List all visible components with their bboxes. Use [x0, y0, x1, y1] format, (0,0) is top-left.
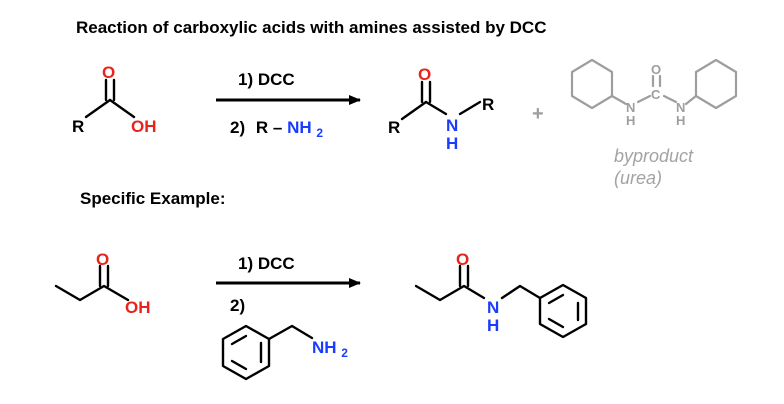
byproduct-urea-label: (urea): [614, 168, 662, 188]
amide-r-label: R: [388, 118, 400, 137]
amide-r2-label: R: [482, 95, 494, 114]
general-amine-sub: 2: [316, 126, 323, 140]
general-step2-prefix: 2): [230, 118, 245, 137]
scheme-title: Reaction of carboxylic acids with amines…: [76, 18, 547, 37]
benzene-ring-product: [538, 283, 588, 339]
benzylamine: NH 2: [221, 324, 348, 381]
acid-oxygen-label: O: [102, 63, 115, 82]
example-step1-label: 1) DCC: [238, 254, 295, 273]
byproduct-label: byproduct: [614, 146, 694, 166]
general-amine-nh: NH: [287, 118, 312, 137]
general-carboxylic-acid: R O OH: [72, 63, 157, 136]
urea-nitrogen-left: N: [626, 100, 635, 115]
urea-carbon-label: C: [651, 87, 661, 102]
general-amide-product: R O N H R: [388, 65, 494, 153]
acid-r-label: R: [72, 117, 84, 136]
general-amine-dash: –: [273, 118, 282, 137]
example-reaction-arrow: 1) DCC 2): [216, 254, 361, 315]
svg-text:NH 2: NH 2: [312, 338, 348, 360]
benzylamine-sub-label: 2: [341, 346, 348, 360]
amide-nitrogen-label: N: [446, 116, 458, 135]
plus-sign: +: [532, 103, 544, 125]
amide-example-nitrogen-label: N: [487, 298, 499, 317]
example-step2-label: 2): [230, 296, 245, 315]
amide-oxygen-label: O: [418, 65, 431, 84]
general-step1-label: 1) DCC: [238, 70, 295, 89]
amide-hydrogen-label: H: [446, 134, 458, 153]
general-reaction-arrow: 1) DCC 2) R – NH 2: [216, 70, 361, 140]
urea-hydrogen-left: H: [626, 113, 635, 128]
propanoic-acid: O OH: [54, 250, 151, 317]
general-amine-r: R: [256, 118, 268, 137]
n-benzylpropanamide: O N H: [414, 250, 588, 339]
svg-text:2) R – NH: 2) R – NH 2: [230, 118, 323, 140]
urea-byproduct: O C N H N H byproduct (urea): [570, 58, 738, 188]
cyclohexyl-ring-left: [570, 58, 614, 110]
specific-example-heading: Specific Example:: [80, 189, 226, 208]
amide-example-hydrogen-label: H: [487, 316, 499, 335]
urea-nitrogen-right: N: [676, 100, 685, 115]
urea-oxygen-label: O: [651, 62, 661, 77]
urea-hydrogen-right: H: [676, 113, 685, 128]
propanoic-oxygen-label: O: [96, 250, 109, 269]
cyclohexyl-ring-right: [694, 58, 738, 110]
amide-example-oxygen-label: O: [456, 250, 469, 269]
benzylamine-nh-label: NH: [312, 338, 337, 357]
acid-hydroxyl-label: OH: [131, 117, 157, 136]
propanoic-hydroxyl-label: OH: [125, 298, 151, 317]
